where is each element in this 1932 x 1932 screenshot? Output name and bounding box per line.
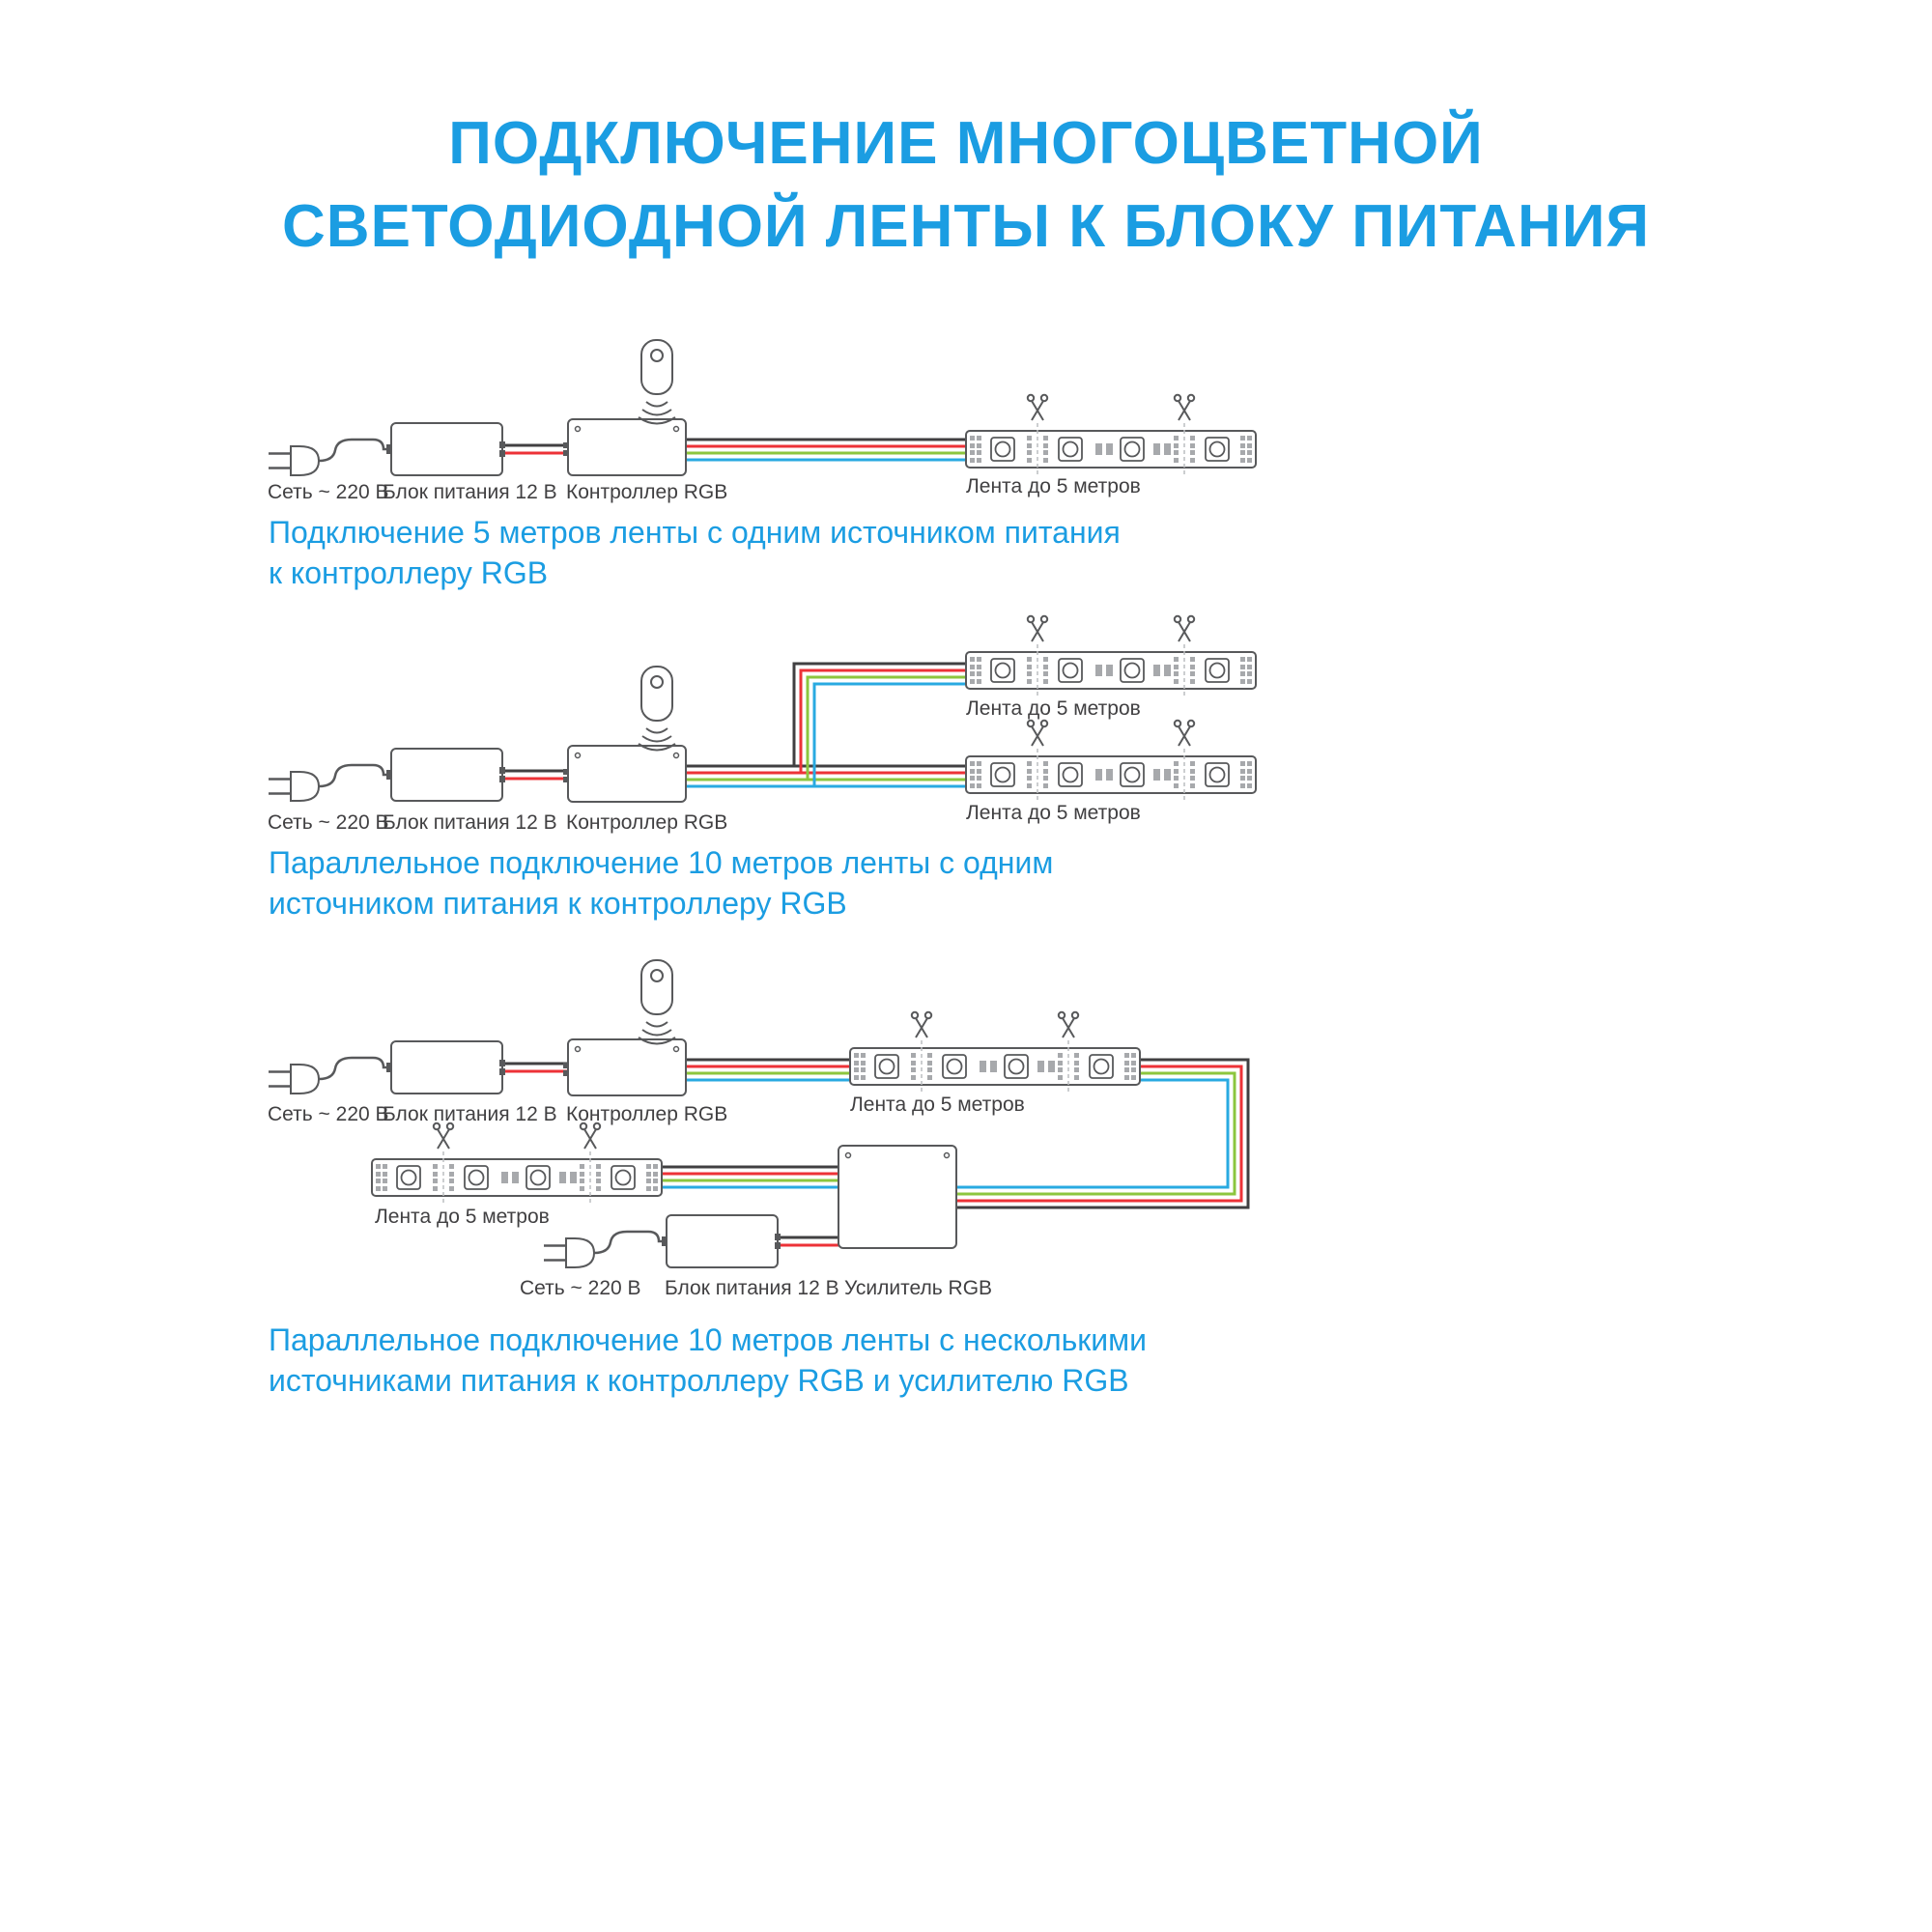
caption-diagram-2: Параллельное подключение 10 метров ленты… <box>269 842 1053 923</box>
led-strip <box>966 395 1256 475</box>
label-mains-d3b: Сеть ~ 220 В <box>520 1277 641 1299</box>
wire-blue-branch <box>812 682 966 786</box>
power-supply-box-2 <box>661 1214 781 1268</box>
mains-plug-icon-2 <box>542 1230 668 1269</box>
wire-black-loop <box>956 1058 1250 1209</box>
led-strip-top <box>966 616 1256 696</box>
mains-plug-icon <box>267 438 393 477</box>
label-strip-d2-top: Лента до 5 метров <box>966 697 1141 720</box>
diagram-2 <box>267 616 1256 803</box>
label-strip-d1: Лента до 5 метров <box>966 475 1141 497</box>
label-strip-d3-bottom: Лента до 5 метров <box>375 1206 550 1228</box>
caption-diagram-1: Подключение 5 метров ленты с одним источ… <box>269 512 1121 593</box>
page-title-line1: ПОДКЛЮЧЕНИЕ МНОГОЦВЕТНОЙ <box>448 110 1484 177</box>
remote-control-icon <box>638 959 676 1045</box>
wire-green-branch <box>806 675 966 780</box>
label-psu-d3b: Блок питания 12 В <box>665 1277 839 1299</box>
caption-d2-line2: источником питания к контроллеру RGB <box>269 886 847 921</box>
caption-d2-line1: Параллельное подключение 10 метров ленты… <box>269 845 1054 880</box>
mains-plug-icon <box>267 763 393 803</box>
d3-wires <box>502 1058 1250 1247</box>
wire-green-loop <box>956 1071 1236 1196</box>
label-mains-d2: Сеть ~ 220 В <box>268 811 389 834</box>
caption-d1-line2: к контроллеру RGB <box>269 555 549 590</box>
label-strip-d2-bottom: Лента до 5 метров <box>966 802 1141 824</box>
diagram-3 <box>267 959 1250 1269</box>
caption-d1-line1: Подключение 5 метров ленты с одним источ… <box>269 515 1121 550</box>
wire-black-branch <box>792 662 966 766</box>
label-amplifier-d3: Усилитель RGB <box>844 1277 993 1299</box>
wire-blue-loop <box>956 1078 1230 1189</box>
page-title: ПОДКЛЮЧЕНИЕ МНОГОЦВЕТНОЙ СВЕТОДИОДНОЙ ЛЕ… <box>0 102 1932 269</box>
led-strip-bottom <box>372 1123 662 1204</box>
remote-control-icon <box>638 666 676 752</box>
label-strip-d3-top: Лента до 5 метров <box>850 1094 1025 1116</box>
label-mains-d3: Сеть ~ 220 В <box>268 1103 389 1125</box>
label-psu-d2: Блок питания 12 В <box>383 811 557 834</box>
wire-red-loop <box>956 1065 1243 1203</box>
led-strip-bottom <box>966 721 1256 801</box>
rgb-amplifier-box <box>838 1145 957 1249</box>
mains-plug-icon <box>267 1056 393 1095</box>
wire-red-branch <box>799 668 966 773</box>
rgb-controller-box <box>562 1038 687 1096</box>
led-strip-top <box>850 1012 1140 1093</box>
label-psu-d1: Блок питания 12 В <box>383 481 557 503</box>
label-controller-d3: Контроллер RGB <box>566 1103 728 1125</box>
rgb-controller-box <box>562 418 687 476</box>
d1-wires <box>502 438 966 462</box>
remote-control-icon <box>638 339 676 425</box>
diagram-1 <box>267 339 1256 477</box>
caption-diagram-3: Параллельное подключение 10 метров ленты… <box>269 1320 1147 1401</box>
label-psu-d3: Блок питания 12 В <box>383 1103 557 1125</box>
d2-wires <box>502 662 966 788</box>
page-title-line2: СВЕТОДИОДНОЙ ЛЕНТЫ К БЛОКУ ПИТАНИЯ <box>282 193 1650 260</box>
label-mains-d1: Сеть ~ 220 В <box>268 481 389 503</box>
power-supply-box <box>385 748 506 802</box>
caption-d3-line1: Параллельное подключение 10 метров ленты… <box>269 1322 1148 1357</box>
label-controller-d2: Контроллер RGB <box>566 811 728 834</box>
power-supply-box <box>385 422 506 476</box>
rgb-controller-box <box>562 745 687 803</box>
label-controller-d1: Контроллер RGB <box>566 481 728 503</box>
caption-d3-line2: источниками питания к контроллеру RGB и … <box>269 1363 1129 1398</box>
power-supply-box <box>385 1040 506 1094</box>
